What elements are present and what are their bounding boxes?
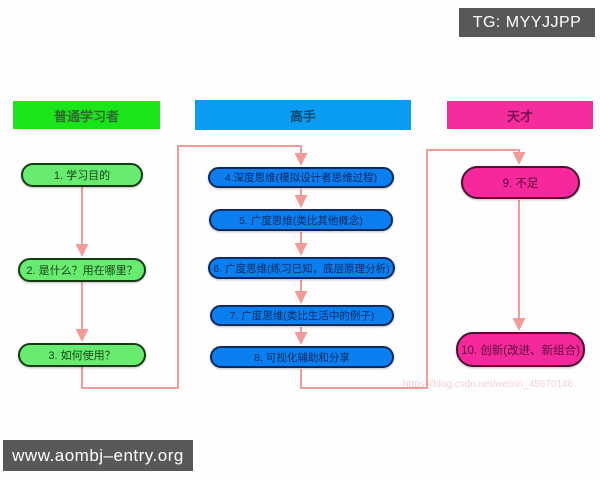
node-4-deep-thinking: 4.深度思维(模拟设计者思维过程) [208,167,394,188]
node-7-breadth-life-examples: 7. 广度思维(类比生活中的例子) [210,305,394,326]
connector-node3-node4 [81,145,308,389]
tg-badge: TG: MYYJJPP [459,8,595,37]
node-2-what-where: 2. 是什么？用在哪里？ [18,258,146,282]
connector-node8-node9 [300,149,526,389]
node-1-learning-goal: 1. 学习目的 [21,163,143,187]
node-3-how-to-use: 3. 如何使用？ [18,343,146,367]
node-10-innovation: 10. 创新(改进、新组合) [456,332,585,367]
column-header-expert: 高手 [195,100,411,130]
column-header-beginner: 普通学习者 [13,101,160,129]
node-5-breadth-analogy-concepts: 5. 广度思维(类比其他概念) [209,209,393,231]
node-8-visualization-sharing: 8. 可视化辅助和分享 [210,346,394,368]
node-9-shortcomings: 9. 不足 [461,166,580,199]
csdn-watermark: https://blog.csdn.net/weixin_45570146 [403,379,574,390]
site-badge: www.aombj–entry.org [3,440,193,471]
node-6-breadth-known-principles: 6. 广度思维(练习已知，底层原理分析) [208,257,395,279]
column-header-genius: 天才 [447,101,593,129]
